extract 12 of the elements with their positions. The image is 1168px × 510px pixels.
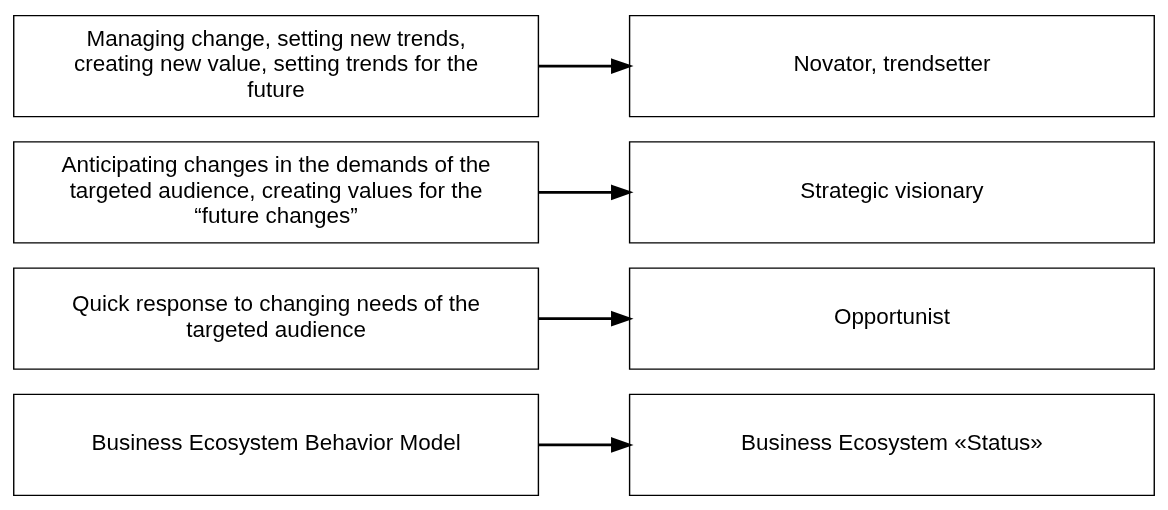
node-box: Managing change, setting new trends, creating new value, setting trends for the future: [13, 14, 540, 117]
arrow: [538, 310, 634, 326]
arrow: [538, 184, 634, 200]
node-box: Strategic visionary: [628, 140, 1155, 244]
arrow: [538, 57, 634, 74]
node-box: Business Ecosystem Behavior Model: [13, 393, 540, 496]
node-box: Anticipating changes in the demands of the targeted audience, creating values for the “future changes”: [13, 140, 540, 244]
arrow: [538, 436, 634, 453]
node-box: Novator, trendsetter: [628, 14, 1155, 117]
node-box: Business Ecosystem «Status»: [628, 393, 1155, 496]
node-box: Quick response to changing needs of the targeted audience: [13, 266, 540, 370]
node-box: Opportunist: [628, 266, 1155, 370]
